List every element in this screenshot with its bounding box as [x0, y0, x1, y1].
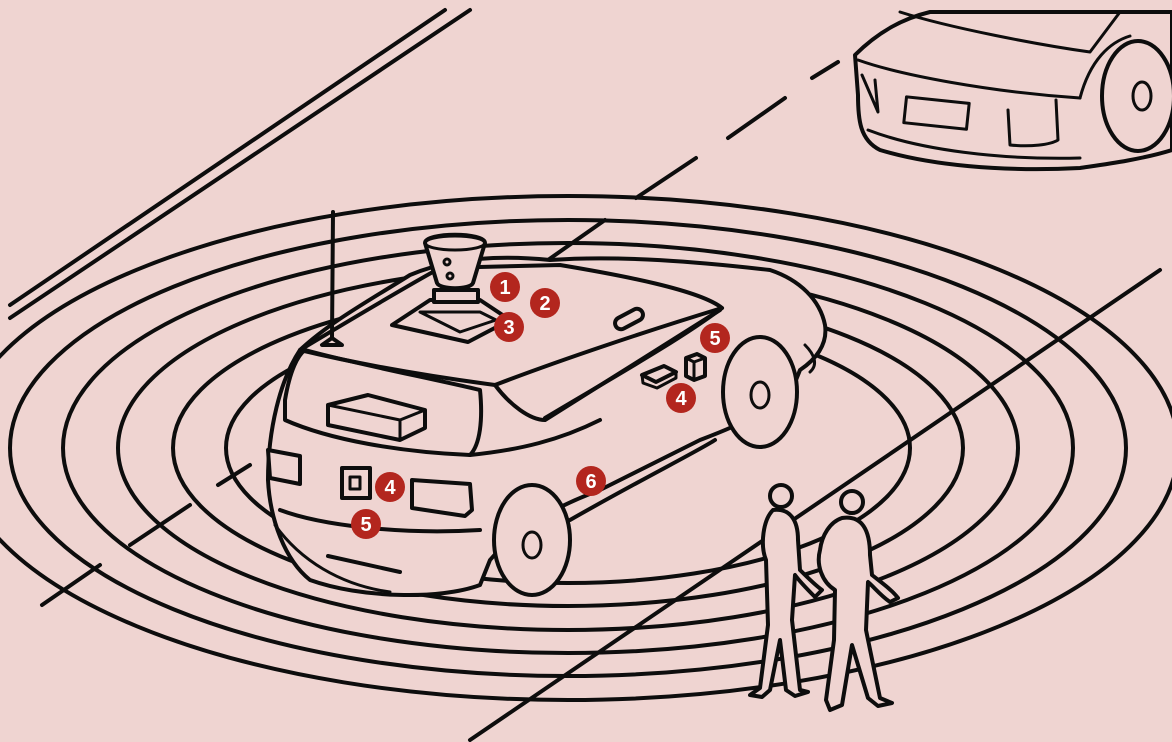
- marker-5-rear-label: 5: [360, 514, 371, 536]
- marker-1: 1: [490, 272, 520, 302]
- marker-6-label: 6: [585, 471, 596, 493]
- marker-3: 3: [494, 312, 524, 342]
- rear-wheel: [492, 483, 572, 597]
- antenna: [320, 210, 344, 347]
- autonomous-car: [266, 255, 828, 597]
- marker-1-label: 1: [499, 277, 510, 299]
- marker-2: 2: [530, 288, 560, 318]
- pedestrians: [748, 483, 900, 712]
- roof-lidar-unit: [390, 232, 512, 344]
- marker-4-rear: 4: [375, 472, 405, 502]
- marker-5-rear: 5: [351, 509, 381, 539]
- other-car: [853, 10, 1172, 172]
- marker-6: 6: [576, 466, 606, 496]
- marker-5-side: 5: [700, 323, 730, 353]
- marker-3-label: 3: [503, 317, 514, 339]
- front-wheel: [721, 335, 799, 449]
- marker-4-rear-label: 4: [384, 477, 396, 499]
- marker-4-side-label: 4: [675, 388, 687, 410]
- marker-2-label: 2: [539, 293, 550, 315]
- road-edge-right: [468, 268, 1162, 742]
- road-edge-lines: [8, 8, 472, 320]
- marker-5-side-label: 5: [709, 328, 720, 350]
- marker-4-side: 4: [666, 383, 696, 413]
